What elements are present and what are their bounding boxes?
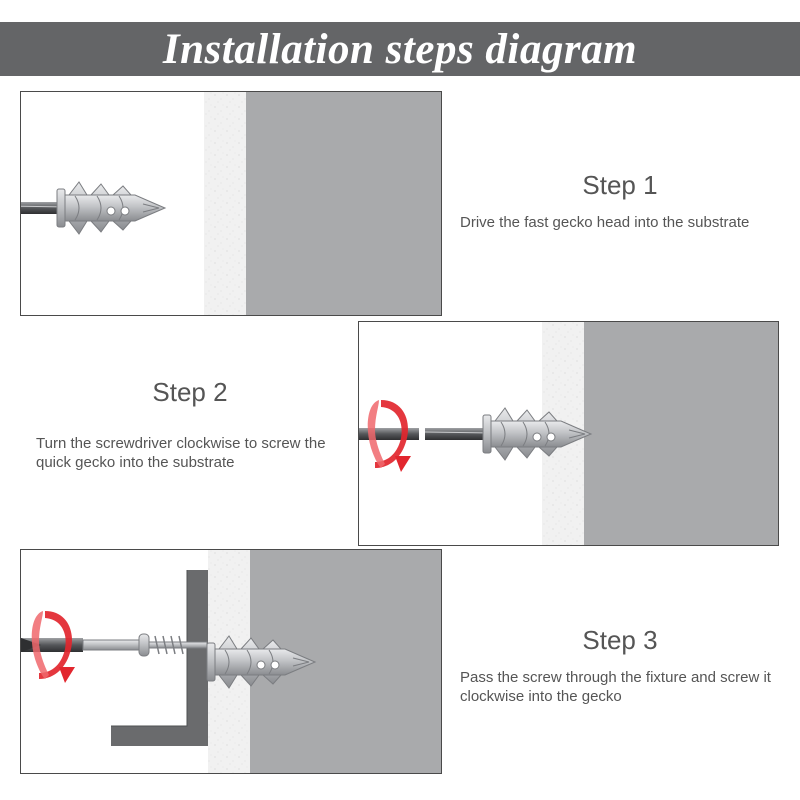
page-title: Installation steps diagram (162, 25, 638, 73)
substrate-layer (246, 92, 441, 315)
drywall-layer (204, 92, 246, 315)
substrate-layer (584, 322, 778, 545)
step-1-title: Step 1 (582, 170, 658, 200)
drywall-anchor-icon (56, 181, 166, 235)
step-1-description: Drive the fast gecko head into the subst… (460, 214, 750, 231)
step-2-illustration (358, 321, 779, 546)
angle-bracket-icon (111, 570, 208, 746)
step-1-illustration (20, 91, 442, 316)
step-3-description: Pass the screw through the fixture and s… (460, 669, 771, 705)
step-2-title: Step 2 (152, 377, 228, 407)
screwdriver-bit-icon (359, 427, 500, 441)
step-3-illustration (20, 549, 442, 774)
step-2-description: Turn the screwdriver clockwise to screw … (36, 435, 326, 471)
screw-icon (138, 633, 208, 657)
header-banner (0, 22, 800, 76)
step-3-title: Step 3 (582, 625, 658, 655)
